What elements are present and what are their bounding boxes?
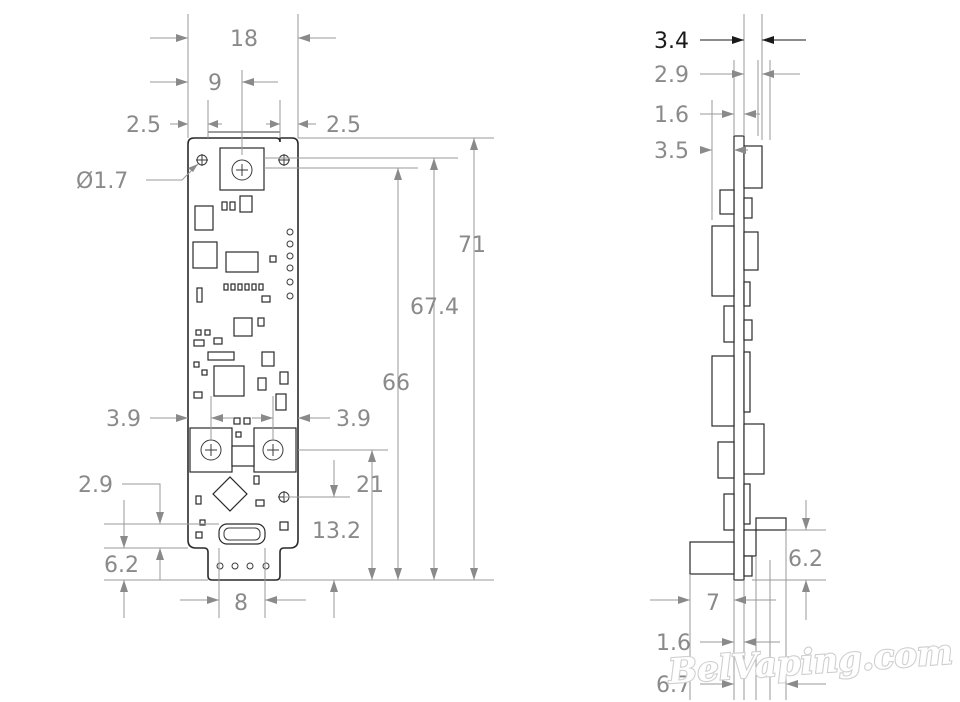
center-chip [231,445,255,467]
side-dim-6-7: 6.7 [656,673,691,698]
dim-width-9: 9 [208,71,222,96]
dim-edge-right: 2.5 [326,113,361,138]
dim-height-2-9: 2.9 [78,473,113,498]
side-dim-2-9: 2.9 [654,63,689,88]
board-top-tab [207,131,281,138]
dim-height-66: 66 [382,371,410,396]
dim-offset-right: 3.9 [336,407,371,432]
dim-height-6-2: 6.2 [104,553,139,578]
dim-width-18: 18 [230,27,258,52]
diamond-ic [212,476,248,512]
mounting-hole-right [278,154,290,166]
side-pcb [733,135,745,581]
side-dim-6-2: 6.2 [788,547,823,572]
potentiometer-right [253,427,297,473]
dim-height-71: 71 [458,233,486,258]
usb-inner [223,527,261,541]
dim-hole-diameter: Ø1.7 [76,169,128,194]
usb-connector [218,523,266,545]
mounting-hole-left [196,154,208,166]
side-dim-7: 7 [706,591,720,616]
dim-edge-left: 2.5 [126,113,161,138]
dim-offset-left: 3.9 [106,407,141,432]
side-dim-1-6-top: 1.6 [654,103,689,128]
side-dim-3-4: 3.4 [654,29,689,54]
board-outline [187,137,299,581]
smd-components [192,195,294,539]
dim-height-13-2: 13.2 [312,519,361,544]
side-connector [689,541,735,575]
side-dim-1-6-bottom: 1.6 [656,631,691,656]
side-dim-3-5: 3.5 [654,139,689,164]
side-usb-plug [755,517,787,531]
front-view [187,131,299,581]
dim-connector-8: 8 [234,591,248,616]
front-dimensions: 18 9 2.5 2.5 Ø1.7 71 67.4 66 21 [76,14,494,618]
dim-height-67-4: 67.4 [410,295,459,320]
dim-height-21: 21 [356,473,384,498]
watermark-logo: BelVaping.com [666,632,954,692]
bottom-pads [216,562,270,570]
side-view [689,135,787,581]
side-dimensions: 3.4 2.9 1.6 3.5 6.2 7 1.6 6.7 [650,14,826,700]
